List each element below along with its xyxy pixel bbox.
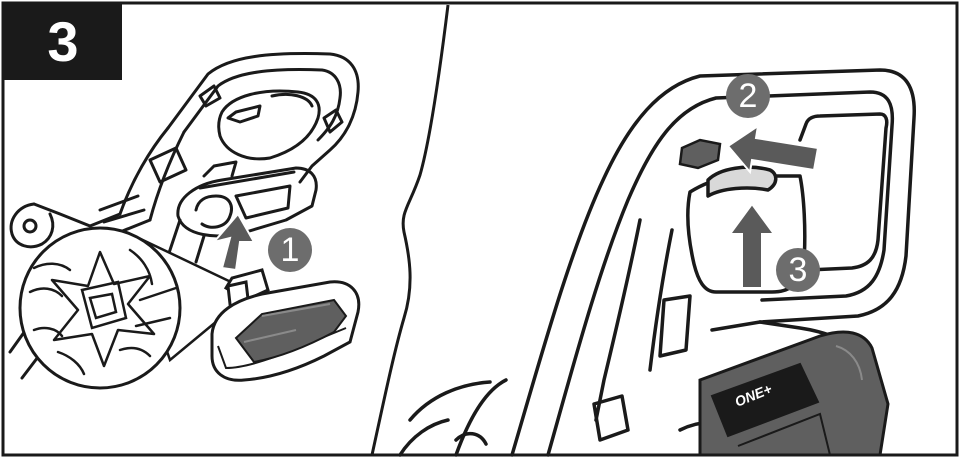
- lift-arrow-icon: [728, 202, 776, 289]
- burst-icon: [50, 250, 156, 368]
- scene-divider: [370, 4, 450, 456]
- push-arrow-icon: [726, 123, 820, 175]
- lock-button: [678, 138, 722, 170]
- trigger: [706, 165, 778, 198]
- battery-pack: [210, 268, 361, 382]
- step-number: 3: [4, 4, 122, 80]
- insert-arrow-icon: [211, 212, 256, 272]
- mounted-battery: [698, 330, 890, 457]
- callout-badge-2: 2: [726, 74, 770, 118]
- callout-badge-3: 3: [776, 248, 820, 292]
- detail-magnifier: [18, 226, 255, 390]
- tool-underside: [8, 52, 360, 380]
- callout-badge-1: 1: [268, 228, 312, 272]
